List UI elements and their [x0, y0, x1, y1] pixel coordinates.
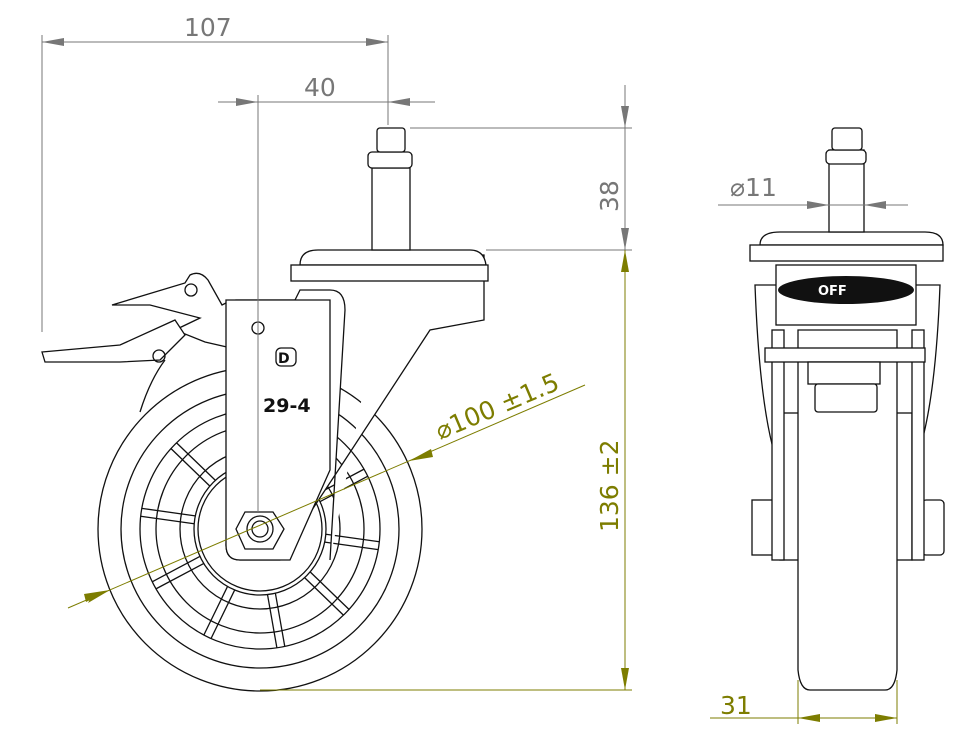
front-view: OFF	[749, 127, 945, 691]
swivel-cap	[299, 249, 487, 266]
brand-logo-text: D	[278, 351, 290, 367]
stem-ring	[367, 151, 413, 169]
fork: D 29-4	[225, 254, 485, 561]
dimension-40: 40	[218, 73, 435, 512]
spoke	[140, 515, 195, 525]
spoke	[274, 593, 286, 647]
brake-shoe	[807, 361, 881, 385]
part-marking: 29-4	[263, 395, 311, 417]
brake-pedal-lower	[41, 319, 186, 363]
spoke	[324, 541, 379, 551]
dimension-31: 31	[710, 680, 898, 724]
dim-height: 136 ±2	[595, 439, 624, 532]
dim-wheel-diameter: ⌀100 ±1.5	[431, 367, 563, 445]
pivot-pin-upper	[184, 283, 198, 297]
top-plate	[290, 264, 489, 282]
brake-pad	[778, 276, 914, 304]
spoke	[304, 577, 344, 616]
stem-tip	[376, 127, 406, 153]
spoke	[155, 562, 204, 590]
spoke	[151, 555, 201, 583]
fork-leg-left	[771, 329, 785, 561]
dimension-diameter-11: ⌀11	[718, 173, 908, 209]
dimension-38: 38	[410, 85, 632, 251]
brand-logo	[275, 347, 297, 367]
spoke	[309, 571, 350, 610]
dimension-136: 136 ±2	[260, 250, 632, 691]
dim-wheel-width: 31	[720, 691, 752, 720]
fork-plate	[225, 299, 331, 561]
front-wheel	[797, 329, 898, 691]
brake-plate	[764, 347, 926, 363]
spoke	[170, 448, 211, 487]
spoke	[266, 594, 278, 648]
dim-stem-diameter: ⌀11	[730, 173, 777, 202]
brake-tab	[814, 383, 878, 413]
axle-ring	[246, 515, 274, 543]
front-top-plate	[749, 244, 944, 262]
dim-overall-length: 107	[184, 13, 232, 42]
front-stem-ring	[825, 149, 867, 165]
front-swivel-cap	[759, 231, 944, 246]
dim-offset: 40	[304, 73, 336, 102]
dimension-107: 107	[41, 13, 389, 332]
top-plate-and-stem	[290, 127, 489, 282]
axle-nut	[235, 511, 285, 550]
spoke	[141, 507, 196, 517]
spoke	[176, 442, 216, 481]
fork-leg-right	[911, 329, 925, 561]
brake-label: OFF	[818, 284, 847, 299]
spoke	[210, 589, 236, 639]
spoke	[325, 533, 380, 543]
brake-lever	[41, 272, 241, 413]
pivot-pin-lower	[152, 349, 166, 363]
axle-nut-right	[921, 499, 945, 556]
dim-stem-length: 38	[595, 180, 624, 212]
side-view: D 29-4	[41, 127, 489, 692]
spoke	[203, 586, 229, 636]
stem	[371, 167, 411, 251]
front-stem-tip	[831, 127, 863, 151]
brake-arm	[139, 359, 166, 413]
